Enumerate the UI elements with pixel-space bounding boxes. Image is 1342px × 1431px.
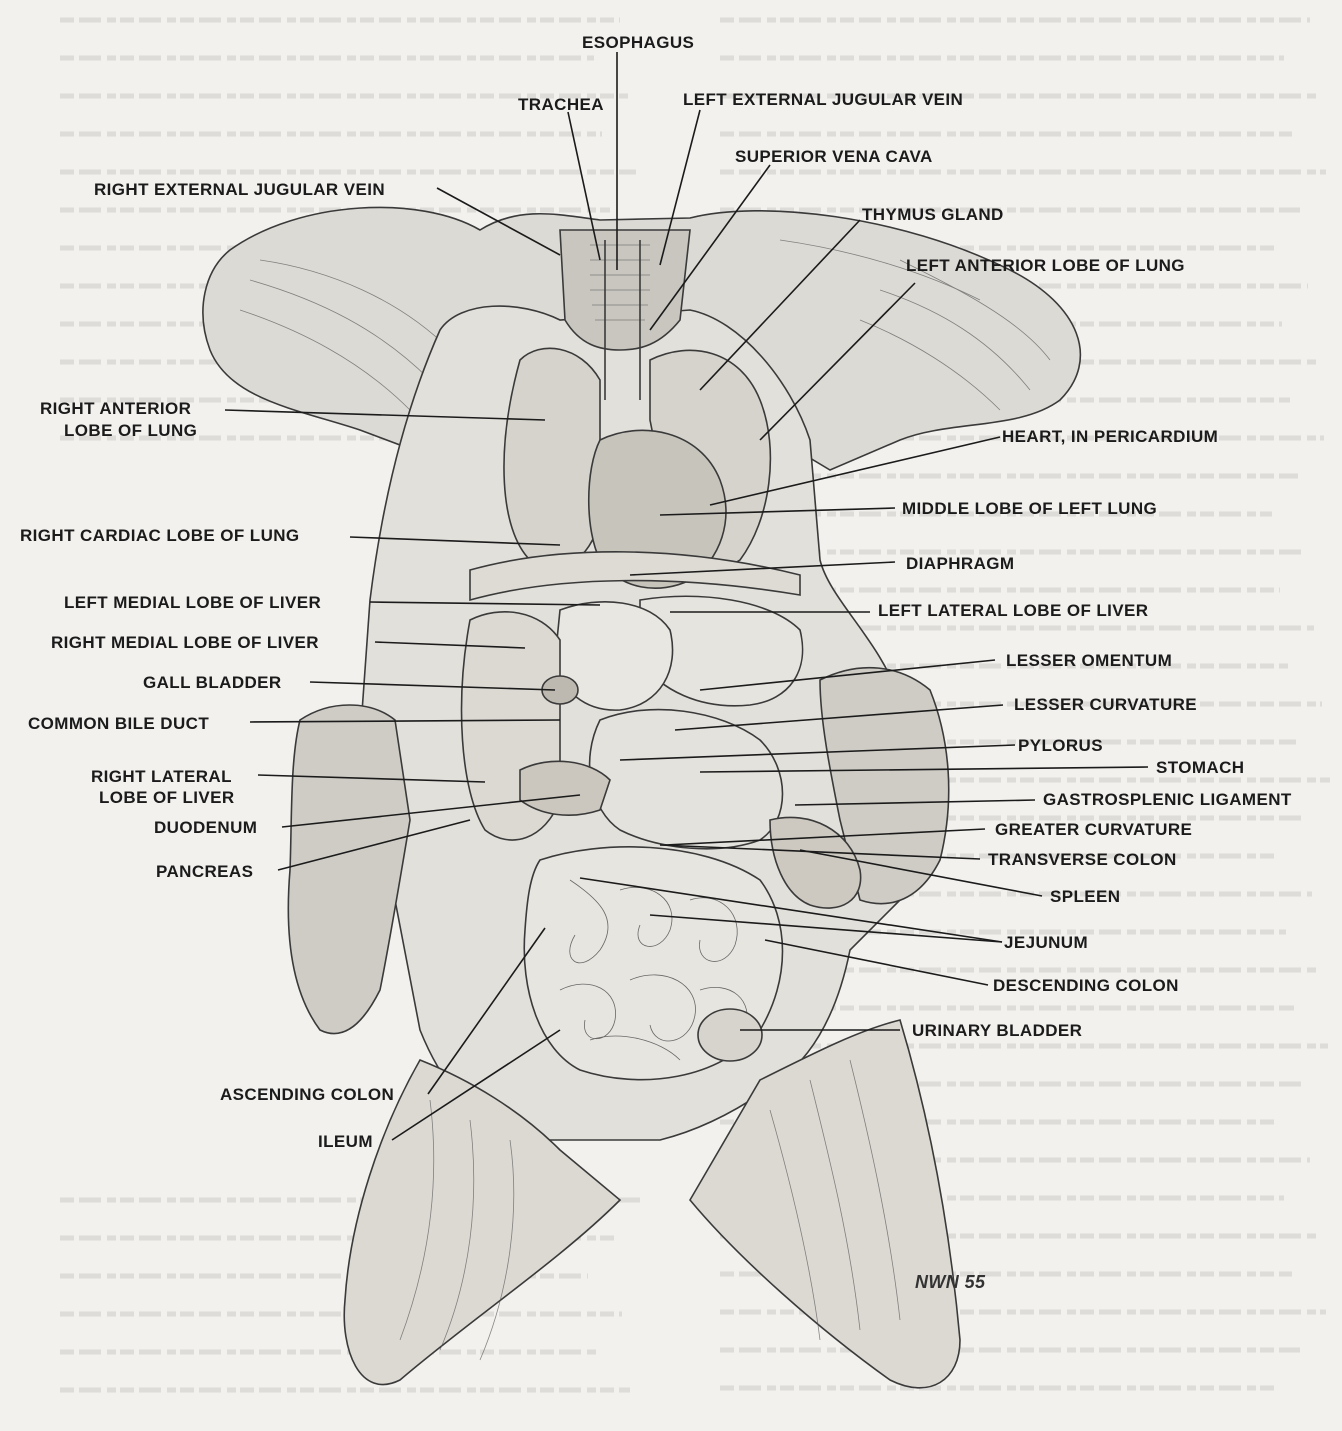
label-superior-vena-cava: SUPERIOR VENA CAVA [735,147,933,166]
label-pylorus: PYLORUS [1018,736,1103,755]
label-left-external-jugular-vein: LEFT EXTERNAL JUGULAR VEIN [683,90,963,109]
label-stomach: STOMACH [1156,758,1244,777]
label-heart-in-pericardium: HEART, IN PERICARDIUM [1002,427,1218,446]
label-ascending-colon: ASCENDING COLON [220,1085,394,1104]
urinary-bladder-shape [698,1009,762,1061]
label-common-bile-duct: COMMON BILE DUCT [28,714,209,733]
label-urinary-bladder: URINARY BLADDER [912,1021,1082,1040]
label-right-lateral-lobe-line2: LOBE OF LIVER [99,788,235,807]
right-anterior-lung [504,348,600,568]
label-greater-curvature: GREATER CURVATURE [995,820,1192,839]
pancreas-shape [520,761,610,815]
label-esophagus: ESOPHAGUS [582,33,694,52]
label-thymus-gland: THYMUS GLAND [862,205,1004,224]
label-lesser-omentum: LESSER OMENTUM [1006,651,1172,670]
label-right-cardiac-lobe-of-lung: RIGHT CARDIAC LOBE OF LUNG [20,526,300,545]
label-gastrosplenic-ligament: GASTROSPLENIC LIGAMENT [1043,790,1292,809]
label-gall-bladder: GALL BLADDER [143,673,282,692]
label-left-medial-lobe-of-liver: LEFT MEDIAL LOBE OF LIVER [64,593,321,612]
artist-signature: NWN 55 [915,1272,986,1292]
label-right-external-jugular-vein: RIGHT EXTERNAL JUGULAR VEIN [94,180,385,199]
label-descending-colon: DESCENDING COLON [993,976,1179,995]
label-duodenum: DUODENUM [154,818,257,837]
label-right-anterior-lobe-line2: LOBE OF LUNG [64,421,197,440]
label-right-anterior-lobe-line1: RIGHT ANTERIOR [40,399,191,418]
label-diaphragm: DIAPHRAGM [906,554,1014,573]
label-lesser-curvature: LESSER CURVATURE [1014,695,1197,714]
label-spleen: SPLEEN [1050,887,1120,906]
label-right-lateral-lobe-line1: RIGHT LATERAL [91,767,232,786]
label-ileum: ILEUM [318,1132,373,1151]
label-jejunum: JEJUNUM [1004,933,1088,952]
label-trachea: TRACHEA [518,95,604,114]
label-right-medial-lobe-of-liver: RIGHT MEDIAL LOBE OF LIVER [51,633,319,652]
label-left-anterior-lobe-of-lung: LEFT ANTERIOR LOBE OF LUNG [906,256,1185,275]
label-middle-lobe-of-left-lung: MIDDLE LOBE OF LEFT LUNG [902,499,1157,518]
label-transverse-colon: TRANSVERSE COLON [988,850,1177,869]
label-left-lateral-lobe-of-liver: LEFT LATERAL LOBE OF LIVER [878,601,1148,620]
label-pancreas: PANCREAS [156,862,253,881]
